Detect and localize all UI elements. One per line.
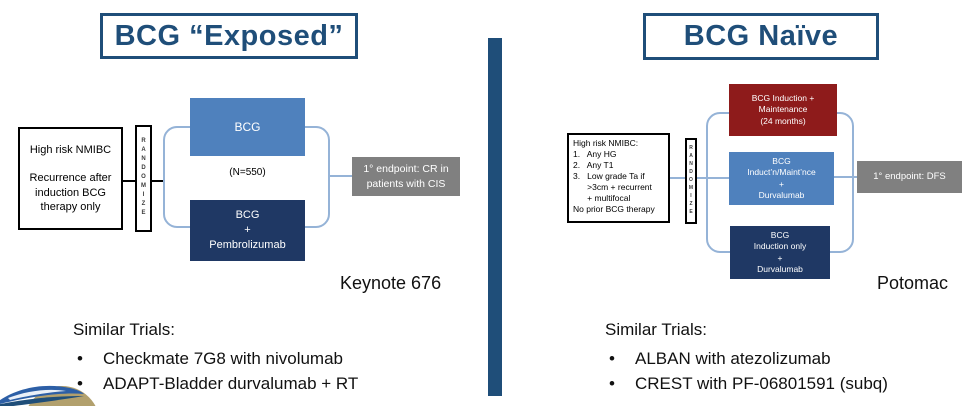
similar-trials-header: Similar Trials: xyxy=(605,320,708,339)
randomize-bar-exposed: RANDOMIZE xyxy=(135,125,152,232)
connector-line xyxy=(152,180,163,182)
similar-trial-entry: ALBAN with atezolizumab xyxy=(635,349,831,368)
connector-line xyxy=(123,180,135,182)
sample-size-label: (N=550) xyxy=(229,167,266,178)
arm-box-bcg-induction-durvalumab: BCG Induction only + Durvalumab xyxy=(730,226,830,279)
eligibility-box-naive: High risk NMIBC: 1. Any HG 2. Any T1 3. … xyxy=(567,133,670,223)
similar-trials-header: Similar Trials: xyxy=(73,320,176,339)
title-bcg-naive: BCG Naïve xyxy=(683,20,839,52)
arm-box-bcg: BCG xyxy=(190,98,305,156)
title-bcg-exposed: BCG “Exposed” xyxy=(114,19,344,52)
endpoint-box-naive: 1° endpoint: DFS xyxy=(857,161,962,193)
list-item: ALBAN with atezolizumab xyxy=(605,346,965,371)
randomize-label: RANDOMIZE xyxy=(140,138,147,219)
title-box-bcg-naive: BCG Naïve xyxy=(643,13,879,60)
similar-trials-naive: Similar Trials: ALBAN with atezolizumab … xyxy=(605,320,965,396)
connector-line xyxy=(834,176,857,178)
list-item: ADAPT-Bladder durvalumab + RT xyxy=(73,371,433,396)
list-item: CREST with PF-06801591 (subq) xyxy=(605,371,965,396)
arm-box-bcg-maintenance: BCG Induction + Maintenance (24 months) xyxy=(729,84,837,136)
organization-logo-icon xyxy=(0,385,96,406)
list-item: Checkmate 7G8 with nivolumab xyxy=(73,346,433,371)
similar-trial-entry: CREST with PF-06801591 (subq) xyxy=(635,374,888,393)
similar-trials-exposed: Similar Trials: Checkmate 7G8 with nivol… xyxy=(73,320,433,396)
eligibility-box-exposed: High risk NMIBC Recurrence after inducti… xyxy=(18,127,123,230)
similar-trial-entry: ADAPT-Bladder durvalumab + RT xyxy=(103,374,359,393)
similar-trials-list: ALBAN with atezolizumab CREST with PF-06… xyxy=(605,346,965,396)
connector-line xyxy=(670,177,685,179)
title-box-bcg-exposed: BCG “Exposed” xyxy=(100,13,358,59)
endpoint-box-exposed: 1° endpoint: CR in patients with CIS xyxy=(352,157,460,196)
connector-line xyxy=(330,175,352,177)
connector-line xyxy=(697,177,729,179)
arm-box-bcg-pembrolizumab: BCG + Pembrolizumab xyxy=(190,200,305,261)
trial-name-keynote-676: Keynote 676 xyxy=(340,273,442,293)
randomize-label: RANDOMIZE xyxy=(688,145,694,217)
panel-divider-bar xyxy=(488,38,502,396)
similar-trial-entry: Checkmate 7G8 with nivolumab xyxy=(103,349,344,368)
trial-name-potomac: Potomac xyxy=(877,273,949,293)
arm-box-bcg-durvalumab-maintenance: BCG Induct’n/Maint’nce + Durvalumab xyxy=(729,152,834,205)
similar-trials-list: Checkmate 7G8 with nivolumab ADAPT-Bladd… xyxy=(73,346,433,396)
randomize-bar-naive: RANDOMIZE xyxy=(685,138,697,224)
